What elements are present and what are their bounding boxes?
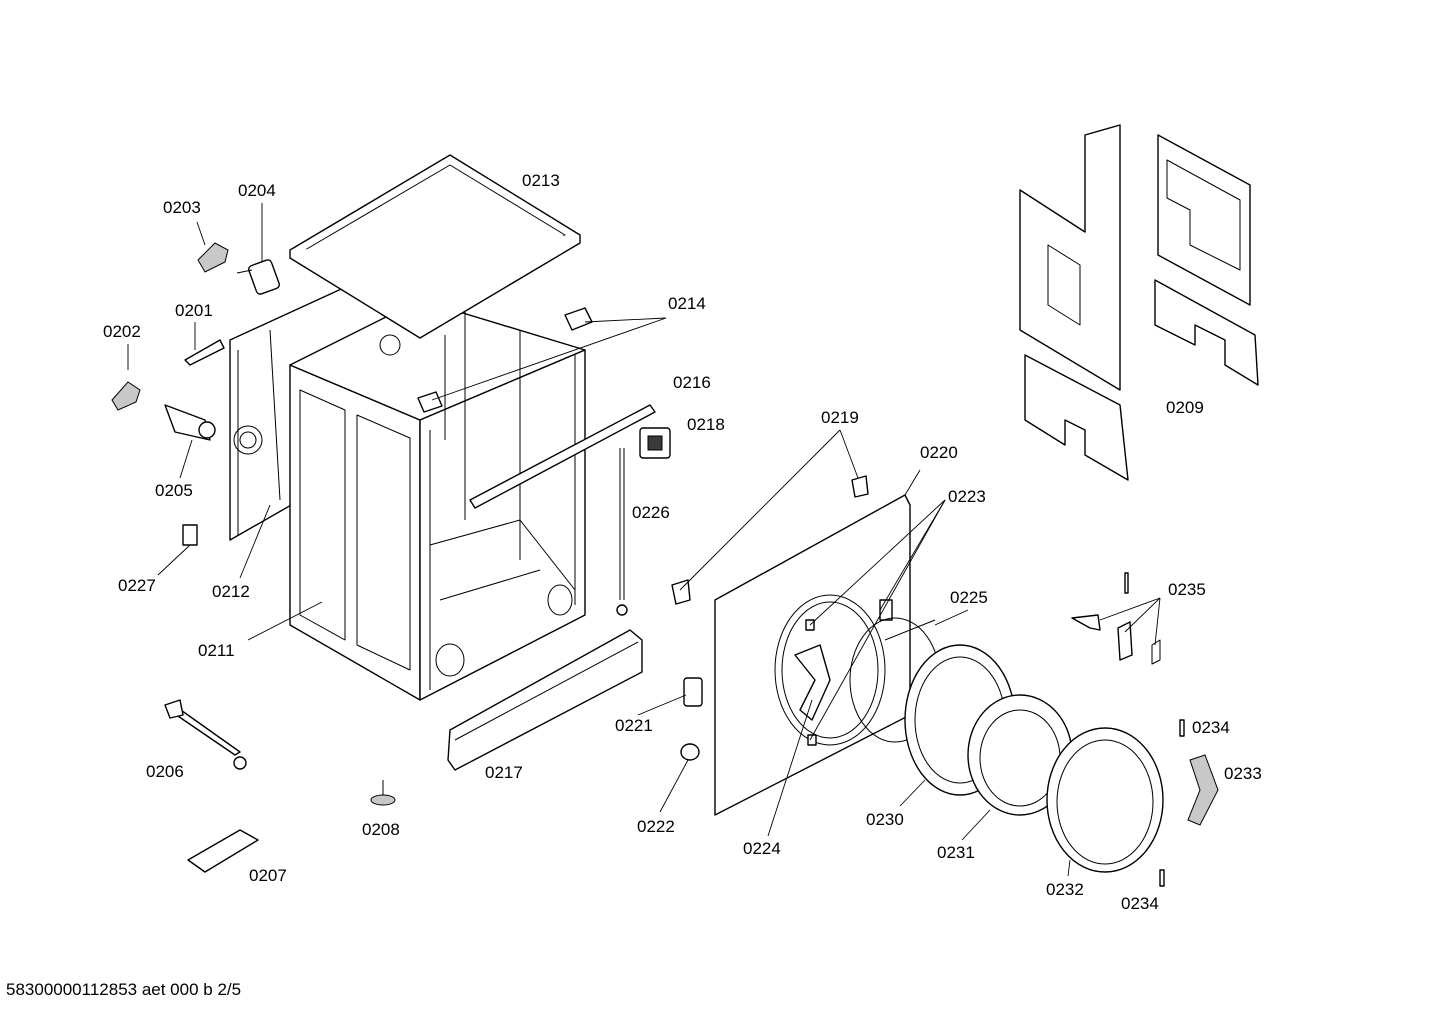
- callout-0232: 0232: [1046, 880, 1084, 899]
- callout-labels: 0203 0204 0213 0201 0202 0214 0216 0218 …: [103, 171, 1262, 913]
- callout-0230: 0230: [866, 810, 904, 829]
- insulation-panels: [1019, 124, 1259, 481]
- callout-0207: 0207: [249, 866, 287, 885]
- document-reference: 58300000112853 aet 000 b 2/5: [6, 980, 242, 999]
- plinth: [447, 629, 643, 771]
- callout-0225: 0225: [950, 588, 988, 607]
- callout-0222: 0222: [637, 817, 675, 836]
- callout-0234-lower: 0234: [1121, 894, 1159, 913]
- cross-brace: [469, 404, 656, 509]
- door-assembly: [849, 572, 1219, 887]
- callout-0214: 0214: [668, 294, 706, 313]
- callout-0235: 0235: [1168, 580, 1206, 599]
- callout-0201: 0201: [175, 301, 213, 320]
- top-cover: [289, 154, 581, 339]
- callout-0202: 0202: [103, 322, 141, 341]
- callout-0231: 0231: [937, 843, 975, 862]
- callout-0213: 0213: [522, 171, 560, 190]
- callout-0224: 0224: [743, 839, 781, 858]
- callout-0212: 0212: [212, 582, 250, 601]
- bracket-0214: [417, 307, 593, 413]
- drain-hose: [616, 448, 628, 616]
- callout-0217: 0217: [485, 763, 523, 782]
- callout-0209: 0209: [1166, 398, 1204, 417]
- callout-0233: 0233: [1224, 764, 1262, 783]
- callout-0221: 0221: [615, 716, 653, 735]
- callout-0203: 0203: [163, 198, 201, 217]
- callout-0205: 0205: [155, 481, 193, 500]
- door-lock: [639, 427, 671, 459]
- small-parts-left: [111, 242, 396, 873]
- callout-0220: 0220: [920, 443, 958, 462]
- leader-lines: [127, 203, 1161, 877]
- callout-0234-upper: 0234: [1192, 718, 1230, 737]
- callout-0218: 0218: [687, 415, 725, 434]
- callout-0219: 0219: [821, 408, 859, 427]
- front-panel: [714, 494, 911, 816]
- callout-0211: 0211: [198, 641, 235, 660]
- callout-0208: 0208: [362, 820, 400, 839]
- callout-0206: 0206: [146, 762, 184, 781]
- callout-0227: 0227: [118, 576, 156, 595]
- cabinet-housing: [229, 284, 586, 701]
- callout-0223: 0223: [948, 487, 986, 506]
- door-small-parts: [671, 475, 869, 761]
- callout-0226: 0226: [632, 503, 670, 522]
- callout-0216: 0216: [673, 373, 711, 392]
- callout-0204: 0204: [238, 181, 276, 200]
